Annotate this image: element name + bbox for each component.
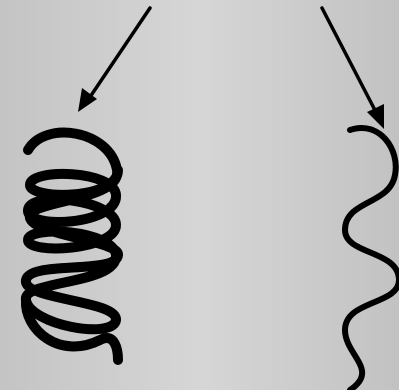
coil-comparison-diagram — [0, 0, 399, 390]
